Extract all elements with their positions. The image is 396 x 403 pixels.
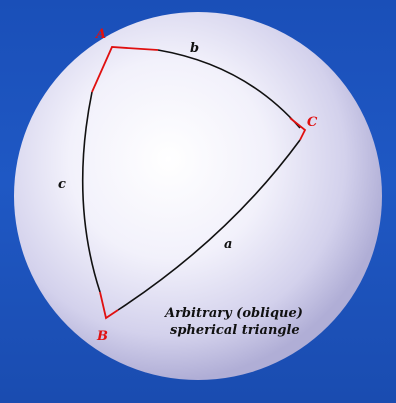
side-label-c: c bbox=[58, 177, 66, 192]
vertex-label-a: A bbox=[94, 27, 106, 42]
angle-mark-b bbox=[99, 291, 119, 320]
arc-side-b bbox=[157, 49, 301, 129]
arc-side-a bbox=[117, 139, 301, 311]
vertex-label-b: B bbox=[96, 329, 108, 344]
side-label-b: b bbox=[190, 41, 199, 56]
angle-mark-a bbox=[91, 46, 159, 93]
caption-line-1: Arbitrary (oblique) bbox=[163, 306, 303, 321]
caption-line-2: spherical triangle bbox=[170, 323, 300, 338]
arc-side-c bbox=[81, 91, 101, 293]
sphere bbox=[14, 12, 382, 380]
angle-mark-c bbox=[289, 117, 307, 141]
vertex-label-c: C bbox=[307, 115, 318, 130]
side-label-a: a bbox=[224, 237, 232, 252]
